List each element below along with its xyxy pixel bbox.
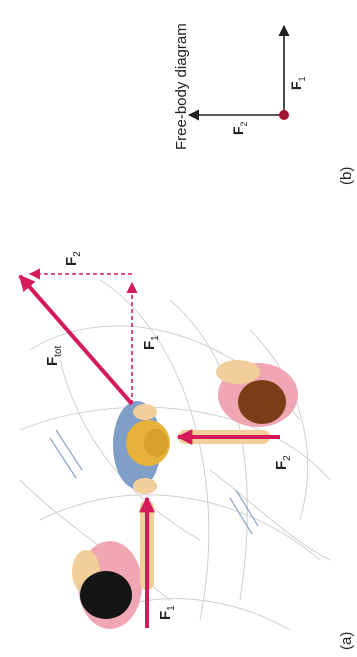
fbd-f2-label: F2 [230, 121, 249, 135]
fbd-title: Free-body diagram [173, 23, 190, 150]
skater-center-hair-shade [144, 429, 168, 457]
free-body-diagram: Free-body diagram F1 F2 (b) [173, 23, 355, 185]
fbd-f1-label: F1 [288, 76, 307, 90]
panel-a-label: (a) [338, 632, 355, 650]
skater-center-top [133, 404, 157, 420]
skater-2-head [238, 380, 286, 424]
label-f1-triangle: F1 [141, 335, 161, 350]
panel-b-label: (b) [338, 167, 355, 185]
skater-1-head [80, 571, 132, 619]
skater-center [113, 401, 170, 494]
ftot-arrow [20, 276, 132, 404]
skater-1 [72, 500, 154, 629]
ice-track-lines [20, 280, 330, 630]
label-f1-main: F1 [157, 605, 177, 620]
fbd-point [279, 110, 289, 120]
panel-a-scene: F1 F2 F1 F2 Ftot (a) [20, 251, 355, 650]
skater-center-bottom [133, 478, 157, 494]
skater-2-hands [216, 360, 260, 384]
label-f2-main: F2 [273, 455, 293, 470]
skater-2 [178, 360, 298, 444]
label-f2-triangle: F2 [63, 251, 83, 266]
